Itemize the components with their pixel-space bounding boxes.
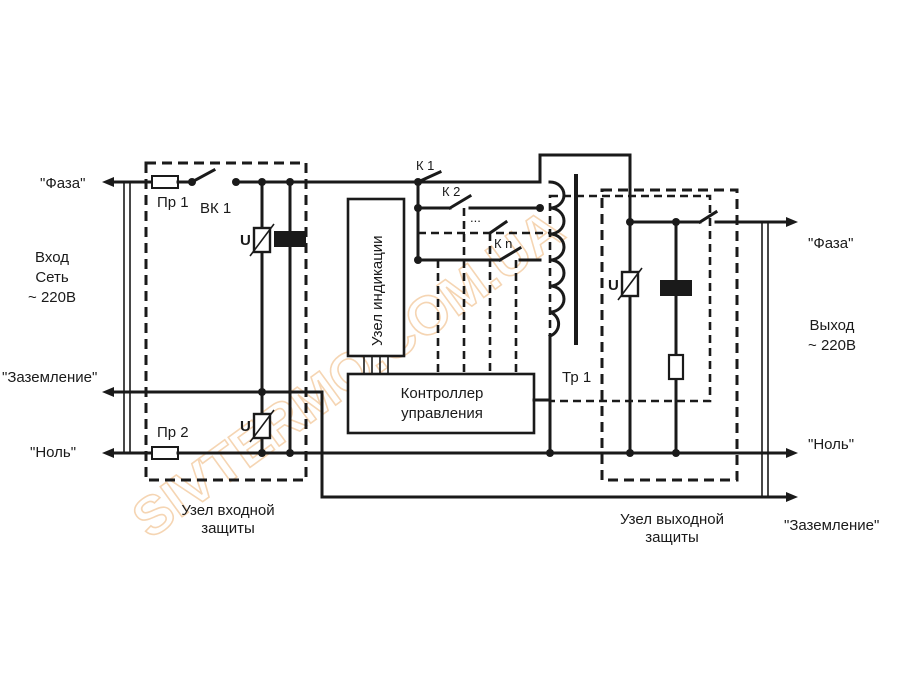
output-title-2: ~ 220В [808, 337, 856, 354]
input-neutral-label: "Ноль" [30, 444, 76, 461]
output-phase-label: "Фаза" [808, 235, 853, 252]
input-title-3: ~ 220В [28, 289, 76, 306]
indication-legs [363, 356, 389, 374]
switch-vk1 [189, 167, 217, 185]
controller-label-1: Контроллер [401, 385, 484, 402]
output-arrows [786, 217, 798, 502]
k2-label: К 2 [442, 184, 460, 199]
inner-dashed-block [548, 194, 712, 403]
switch-label: ВК 1 [200, 200, 231, 217]
kn-label: К n [494, 236, 512, 251]
controller-unit [346, 372, 536, 435]
capacitor-output [660, 280, 692, 296]
indication-label: Узел индикации [369, 235, 386, 346]
resistor-output [667, 353, 685, 381]
fuse-1-label: Пр 1 [157, 194, 189, 211]
fuse-2 [151, 446, 179, 460]
input-phase-label: "Фаза" [40, 175, 85, 192]
fuse-1 [151, 175, 179, 189]
indication-unit [346, 197, 406, 358]
controller-label-2: управления [401, 405, 483, 422]
input-arrows [102, 177, 114, 458]
output-protection-label-2: защиты [645, 529, 699, 546]
output-ground-label: "Заземление" [784, 517, 879, 534]
varistor-output-label: U [608, 277, 619, 294]
input-protection-block [144, 161, 308, 482]
output-title-1: Выход [810, 317, 855, 334]
input-ground-label: "Заземление" [2, 369, 97, 386]
transformer-label: Тр 1 [562, 369, 591, 386]
transformer-tr1 [538, 153, 632, 455]
input-protection-label-1: Узел входной [181, 502, 274, 519]
k1-label: К 1 [416, 158, 434, 173]
output-neutral-label: "Ноль" [808, 436, 854, 453]
input-title-1: Вход [35, 249, 69, 266]
varistor-1-label: U [240, 232, 251, 249]
capacitor-input [274, 231, 306, 247]
varistor-2-label: U [240, 418, 251, 435]
output-protection-block [600, 188, 739, 482]
input-title-2: Сеть [35, 269, 69, 286]
output-switch [697, 209, 719, 225]
kdots-label: ... [470, 210, 481, 225]
output-protection-label-1: Узел выходной [620, 511, 724, 528]
fuse-2-label: Пр 2 [157, 424, 189, 441]
input-protection-label-2: защиты [201, 520, 255, 537]
